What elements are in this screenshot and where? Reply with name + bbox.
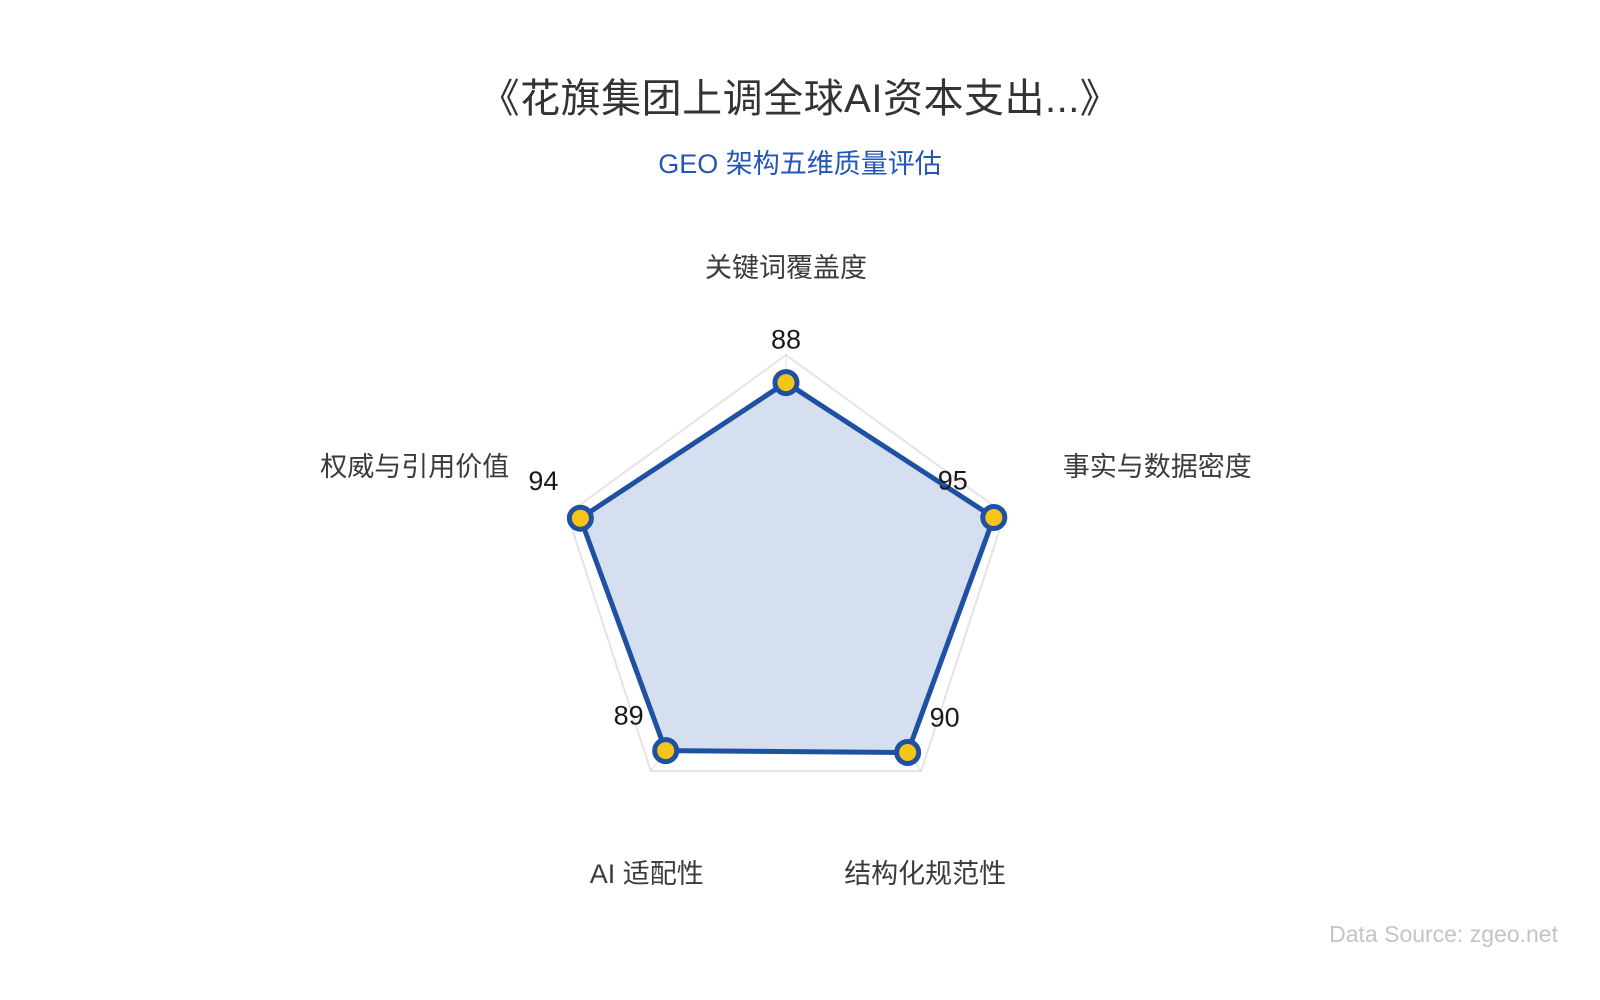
radar-axis-label: 关键词覆盖度 (705, 253, 867, 283)
radar-point-marker[interactable] (894, 738, 922, 766)
radar-value-label: 95 (938, 465, 968, 495)
radar-series-area (577, 380, 997, 755)
radar-point-marker[interactable] (980, 503, 1008, 531)
page-title: 《花旗集团上调全球AI资本支出...》 (479, 77, 1121, 121)
radar-markers (566, 369, 1008, 766)
radar-axis-label: 权威与引用价值 (320, 452, 509, 482)
radar-value-label: 88 (771, 325, 801, 355)
radar-axis-label: 事实与数据密度 (1063, 452, 1252, 482)
grid-ring (566, 353, 1006, 773)
radar-point-marker[interactable] (652, 737, 680, 765)
radar-value-label: 90 (930, 702, 960, 732)
radar-value-labels: 88 95 90 89 94 (528, 325, 967, 733)
radar-axis-label: 结构化规范性 (844, 859, 1006, 889)
radar-point-marker[interactable] (772, 369, 800, 397)
page-subtitle: GEO 架构五维质量评估 (658, 149, 942, 179)
radar-axis-label: AI 适配性 (590, 859, 704, 889)
radar-point-marker[interactable] (566, 504, 594, 532)
radar-value-label: 89 (614, 701, 644, 731)
radar-value-label: 94 (528, 466, 558, 496)
data-source-label: Data Source: zgeo.net (1329, 921, 1558, 947)
